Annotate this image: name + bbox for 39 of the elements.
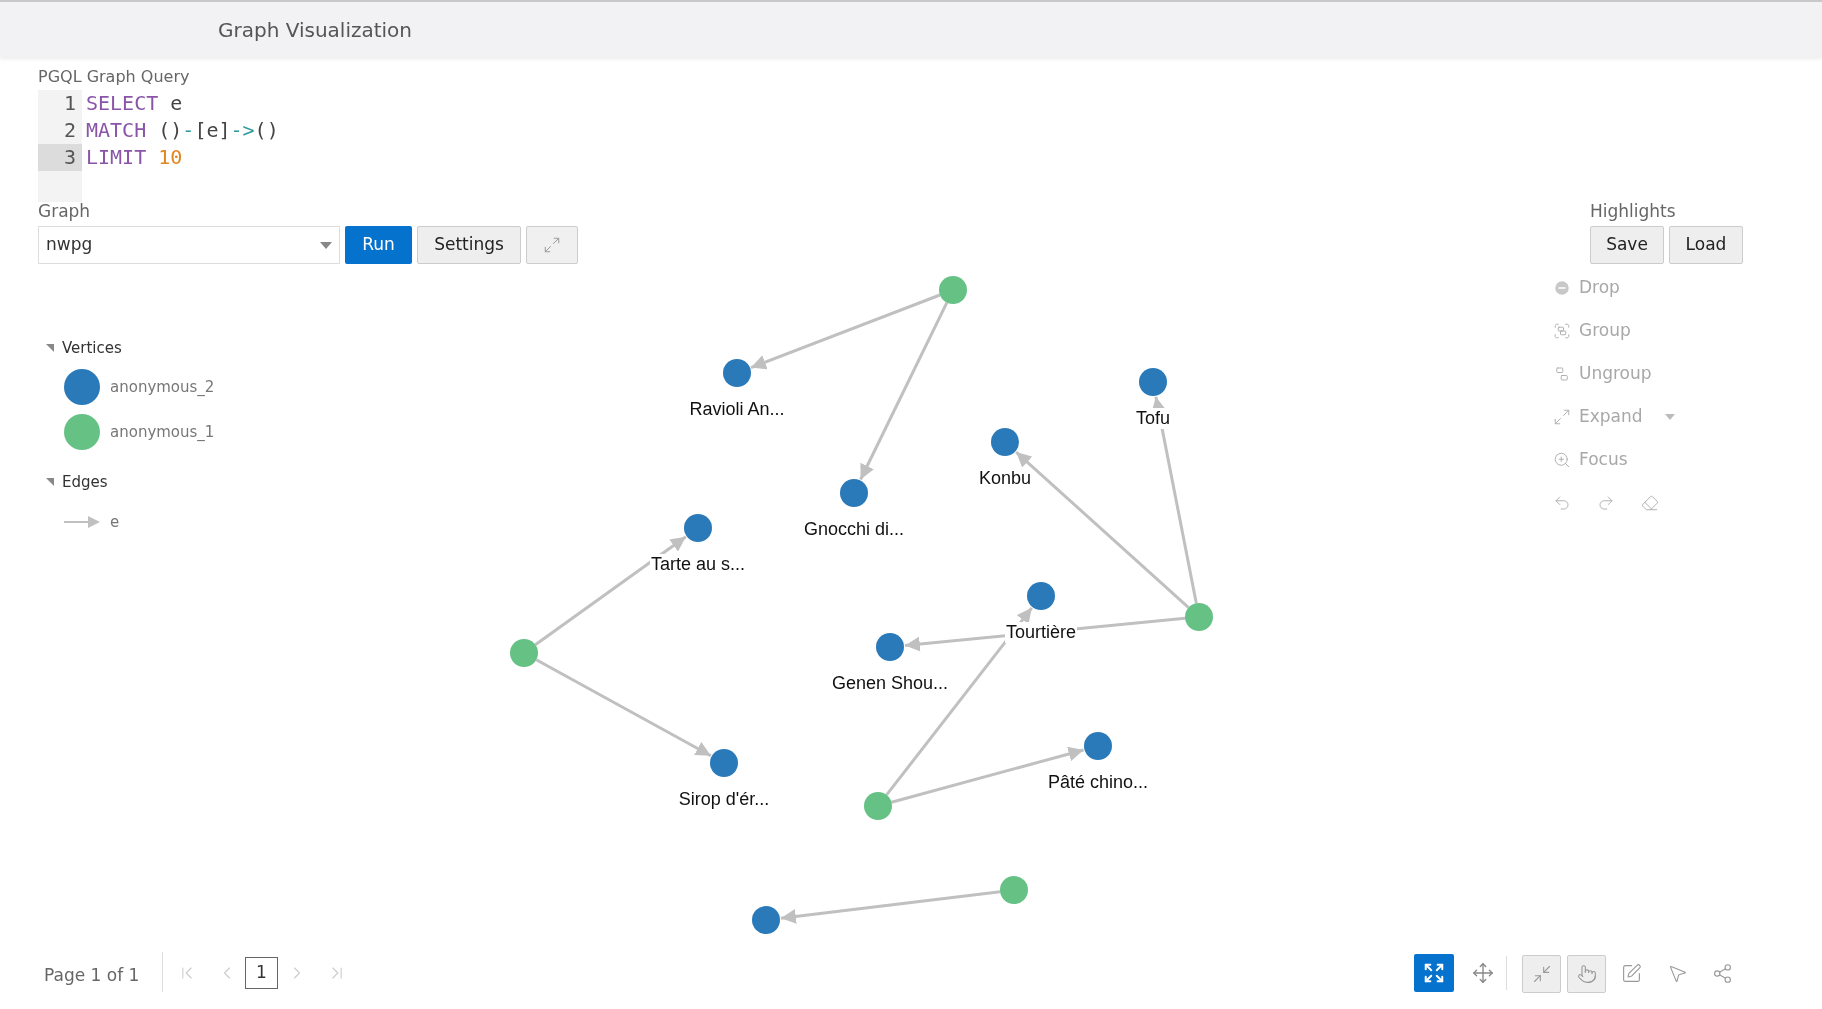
arrow — [1151, 396, 1198, 604]
arrow — [535, 658, 712, 758]
section-heading: Edges — [62, 472, 108, 493]
load-button: Load — [1669, 226, 1743, 264]
line-number: 2 — [62, 117, 77, 144]
arrow — [534, 535, 687, 647]
code-line: MATCH ()-[e]->() — [85, 117, 279, 144]
settings-button: Settings — [417, 226, 521, 264]
save-button: Save — [1590, 226, 1664, 264]
arrow — [750, 293, 941, 370]
arrow — [891, 746, 1084, 804]
menu-item: Expand — [1579, 404, 1643, 428]
menu-item: Ungroup — [1579, 361, 1652, 385]
arrow — [780, 890, 1001, 924]
vertex-label: Tourtière — [1005, 622, 1077, 643]
line-number: 1 — [62, 90, 77, 117]
arrow — [859, 301, 949, 481]
code-line: SELECT e — [85, 90, 184, 117]
menu-item: Group — [1579, 318, 1631, 342]
section-heading: Vertices — [62, 338, 122, 359]
page-status: Page 1 of 1 — [44, 964, 140, 987]
line-number: 3 — [38, 144, 82, 171]
run-button: Run — [345, 226, 412, 264]
page-number-field: 1 — [245, 957, 278, 989]
section-label: Graph — [38, 200, 91, 223]
code-line: LIMIT 10 — [85, 144, 184, 171]
legend-text: anonymous_1 — [110, 421, 215, 443]
menu-item: Drop — [1579, 275, 1620, 299]
vertex-label: Sirop d'ér... — [677, 789, 771, 810]
vertex-label: Tofu — [1135, 408, 1171, 429]
legend-text: anonymous_2 — [110, 376, 215, 398]
app-title: Graph Visualization — [218, 16, 413, 44]
arrow — [1015, 450, 1190, 609]
section-label: PGQL Graph Query — [38, 66, 190, 88]
menu-item: Focus — [1579, 447, 1628, 471]
arrow — [885, 606, 1033, 796]
legend-text: e — [110, 512, 120, 533]
section-label: Highlights — [1590, 200, 1676, 223]
graph-select: nwpg — [38, 226, 340, 264]
